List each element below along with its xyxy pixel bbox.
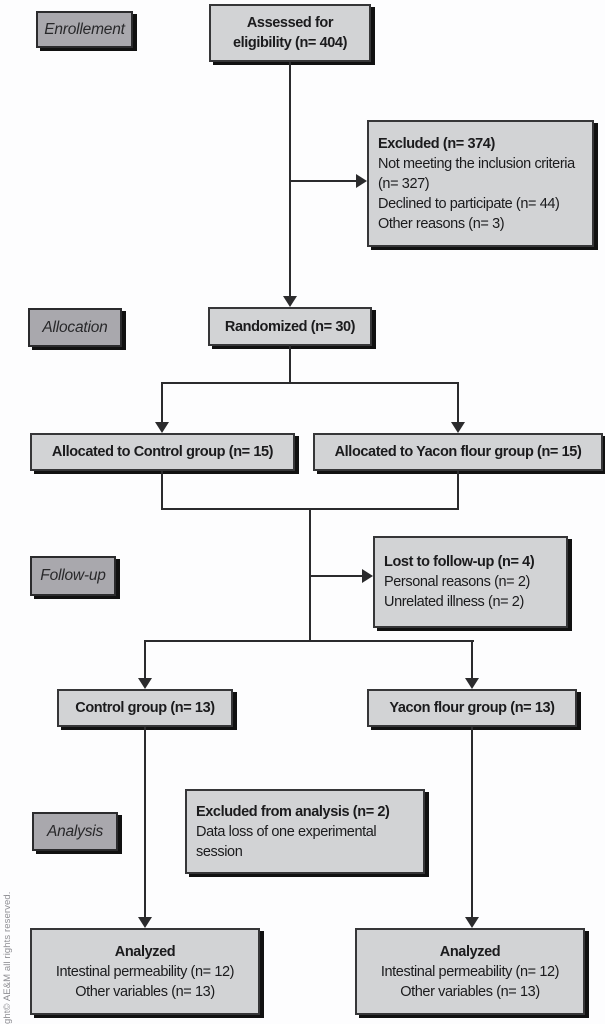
phase-label-allocation: Allocation: [28, 308, 122, 347]
assessed-line1: Assessed for: [246, 15, 334, 31]
arrowhead-alloc-control: [155, 422, 169, 433]
connector-allocation-split: [161, 382, 459, 384]
allocated-yacon-label: Allocated to Yacon flour group (n= 15): [334, 444, 582, 460]
connector-to-group-control: [144, 640, 146, 680]
excluded-reason-1: Not meeting the inclusion criteria (n= 3…: [378, 155, 575, 192]
box-assessed-eligibility: Assessed for eligibility (n= 404): [209, 4, 371, 62]
analyzed-yacon-title: Analyzed: [439, 943, 501, 960]
connector-group-yacon-to-analyzed: [471, 727, 473, 919]
arrowhead-randomized: [283, 296, 297, 307]
connector-followup-split: [144, 640, 474, 642]
phase-label-analysis: Analysis: [32, 812, 118, 851]
excluded-reason-3: Other reasons (n= 3): [378, 215, 505, 232]
connector-branch-lost: [310, 575, 364, 577]
connector-alloc-yacon-down: [457, 471, 459, 510]
analyzed-control-line1: Intestinal permeability (n= 12): [55, 963, 235, 980]
box-analyzed-control: Analyzed Intestinal permeability (n= 12)…: [30, 928, 260, 1015]
arrowhead-group-control: [138, 678, 152, 689]
analyzed-yacon-line1: Intestinal permeability (n= 12): [380, 963, 560, 980]
analyzed-control-line2: Other variables (n= 13): [75, 983, 215, 1000]
randomized-label: Randomized (n= 30): [224, 318, 356, 335]
connector-branch-excluded: [290, 180, 358, 182]
excluded-analysis-reason: Data loss of one experimental session: [196, 823, 377, 860]
connector-alloc-control-down: [161, 471, 163, 510]
box-group-yacon: Yacon flour group (n= 13): [367, 689, 577, 727]
phase-label-enrollment: Enrollement: [36, 11, 133, 48]
box-allocated-control: Allocated to Control group (n= 15): [30, 433, 295, 471]
phase-label-followup: Follow-up: [30, 556, 116, 596]
allocated-control-label: Allocated to Control group (n= 15): [51, 444, 274, 460]
box-excluded-analysis: Excluded from analysis (n= 2) Data loss …: [185, 789, 425, 874]
arrowhead-lost: [362, 569, 373, 583]
lost-reason-2: Unrelated illness (n= 2): [384, 594, 524, 610]
assessed-line2: eligibility (n= 404): [232, 35, 348, 51]
excluded-reason-2: Declined to participate (n= 44): [378, 195, 560, 212]
box-randomized: Randomized (n= 30): [208, 307, 372, 346]
group-control-label: Control group (n= 13): [75, 700, 215, 716]
box-allocated-yacon: Allocated to Yacon flour group (n= 15): [313, 433, 603, 471]
box-analyzed-yacon: Analyzed Intestinal permeability (n= 12)…: [355, 928, 585, 1015]
analyzed-yacon-line2: Other variables (n= 13): [400, 983, 540, 1000]
connector-to-group-yacon: [471, 640, 473, 680]
analyzed-control-title: Analyzed: [114, 943, 176, 960]
arrowhead-alloc-yacon: [451, 422, 465, 433]
lost-title: Lost to follow-up (n= 4): [384, 554, 535, 570]
arrowhead-analyzed-control: [138, 917, 152, 928]
lost-reason-1: Personal reasons (n= 2): [384, 574, 530, 590]
excluded-title: Excluded (n= 374): [378, 135, 495, 152]
box-excluded: Excluded (n= 374) Not meeting the inclus…: [367, 120, 594, 247]
connector-group-control-to-analyzed: [144, 727, 146, 919]
excluded-analysis-title: Excluded from analysis (n= 2): [196, 803, 390, 820]
connector-to-alloc-control: [161, 382, 163, 424]
arrowhead-analyzed-yacon: [465, 917, 479, 928]
group-yacon-label: Yacon flour group (n= 13): [389, 700, 555, 716]
arrowhead-group-yacon: [465, 678, 479, 689]
box-lost-followup: Lost to follow-up (n= 4) Personal reason…: [373, 536, 568, 628]
arrowhead-excluded: [356, 174, 367, 188]
copyright-vertical-text: ght© AE&M all rights reserved.: [2, 891, 13, 1024]
connector-to-alloc-yacon: [457, 382, 459, 424]
box-group-control: Control group (n= 13): [57, 689, 233, 727]
connector-randomized-stem: [289, 345, 291, 384]
